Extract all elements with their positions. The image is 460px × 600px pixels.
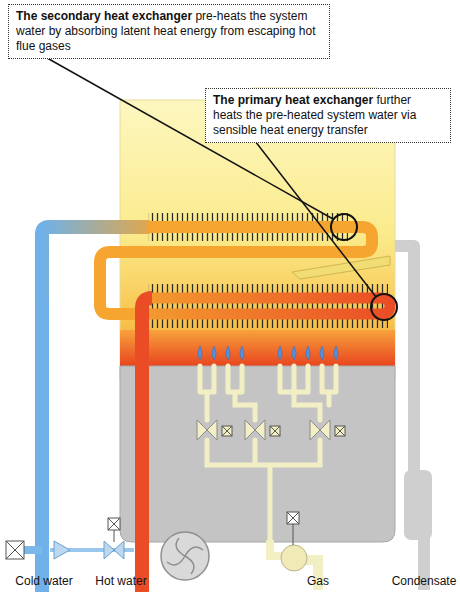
callout-heading: The secondary heat exchanger [16,9,192,23]
valve-cross [108,518,120,542]
flame [306,346,310,360]
burner-housing [120,366,395,542]
gas-manifold [200,366,336,542]
solenoid-box [335,426,345,436]
callout-ring [371,294,397,320]
injector [200,366,214,420]
flame [278,346,282,360]
combustion-zone [120,330,395,366]
primary-pipe [148,298,390,314]
gas-valve-stem [293,524,294,545]
flame [212,346,216,360]
leader-line [255,141,376,297]
valve-symbol [245,420,265,440]
hot-water-pipe [142,298,152,592]
callout-box: The primary heat exchangerfurther heats … [205,88,451,143]
cold-water-stub [24,546,42,554]
flame [292,346,296,360]
solenoid-cross [335,426,345,436]
valve-symbol [310,420,330,440]
gas-valves [197,420,345,440]
pipe-label: Condensate [392,574,457,588]
primary-fins [148,284,388,328]
flame [198,346,202,360]
fan-blades [167,538,203,574]
injector [228,366,255,420]
check-valve [54,541,70,559]
injector [280,366,320,420]
flame [240,346,244,360]
gas-valve-box [287,512,299,524]
condensate-pipe [395,246,414,472]
solenoid-cross [222,426,232,436]
condensate-trap [404,470,432,540]
valve-box [6,541,24,559]
gas-valve [281,545,307,571]
pipe-label: Cold water [15,574,72,588]
flame [320,346,324,360]
valve-symbol [197,420,217,440]
solenoid-cross [270,426,280,436]
bypass-valve [104,541,124,559]
manifold-pipe [207,440,320,542]
callout-ring [331,214,357,240]
valve-cross [6,541,24,559]
flue-baffle [292,256,390,279]
pipe-label: Gas [307,574,329,588]
callout-box: The secondary heat exchangerpre-heats th… [8,4,330,59]
solenoid-box [222,426,232,436]
gas-valve-cross [287,512,299,524]
flame [226,346,230,360]
solenoid-box [270,426,280,436]
fan-housing [161,532,209,580]
callout-heading: The primary heat exchanger [213,93,373,107]
flame [334,346,338,360]
pipe-label: Hot water [95,574,146,588]
injector [322,366,336,405]
burner-flames [198,346,338,360]
